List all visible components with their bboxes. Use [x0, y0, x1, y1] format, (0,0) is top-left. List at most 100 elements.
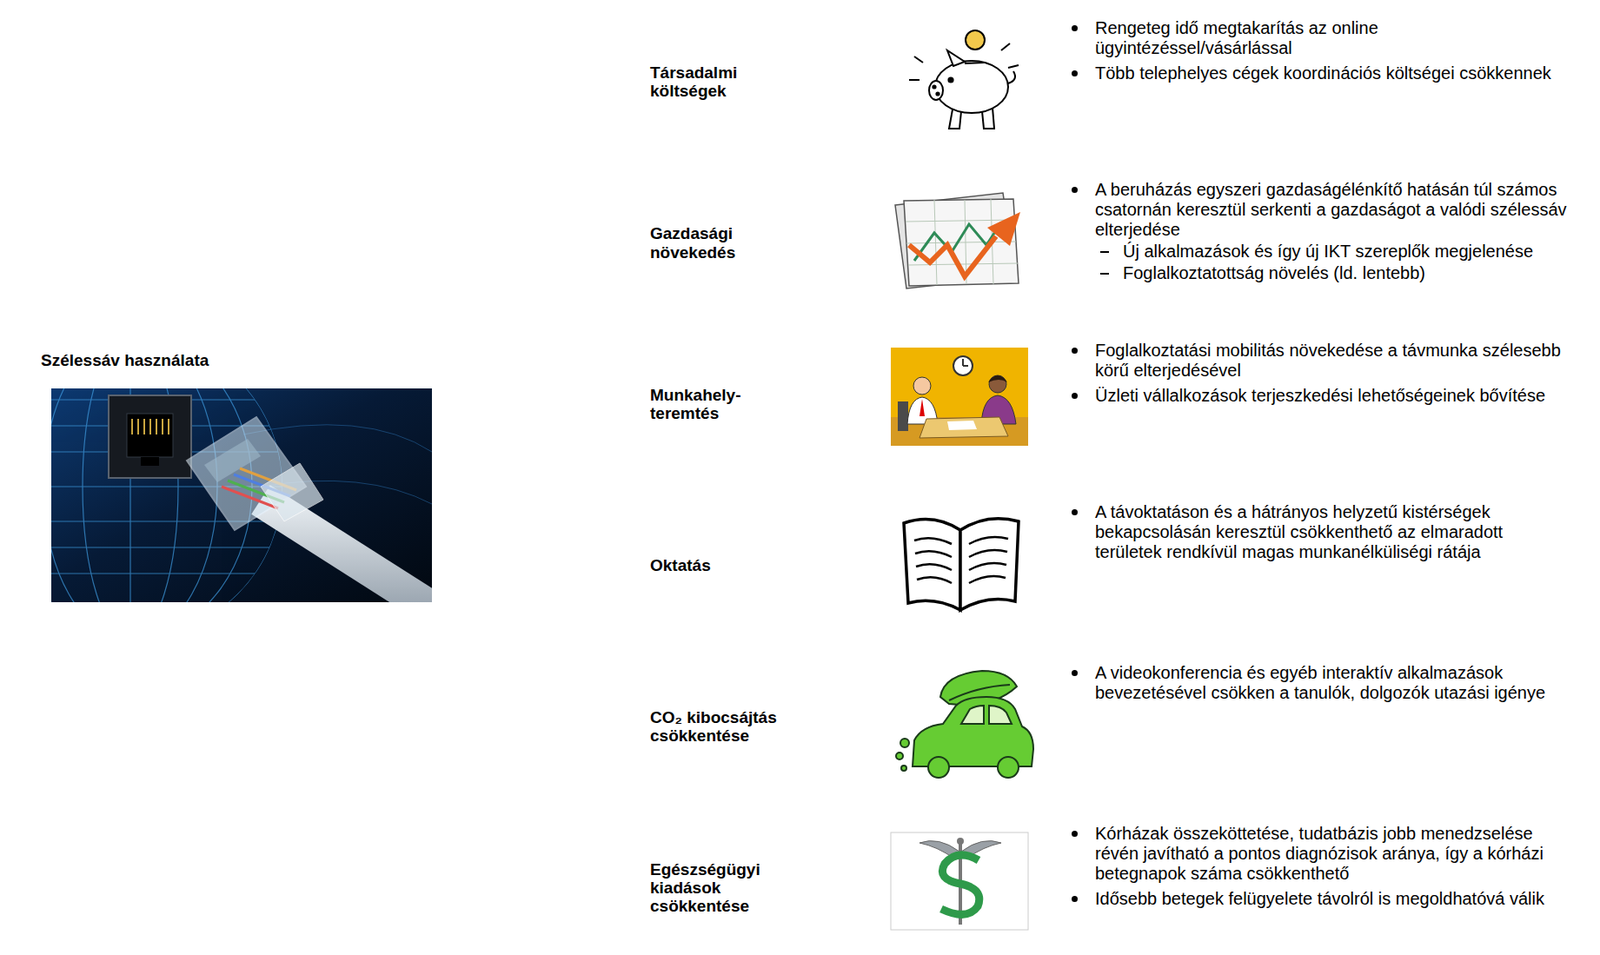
open-book-icon: [969, 576, 1006, 584]
open-book-icon: [969, 563, 1007, 571]
bullet-row: A beruházás egyszeri gazdaságélénkítő ha…: [1071, 179, 1569, 240]
arrow-title: Szélessáv használata: [40, 351, 319, 370]
arrow-shape: [630, 327, 890, 473]
arrow-shadow: [632, 652, 893, 798]
box-panel: [634, 823, 1043, 947]
network-plug: [260, 463, 324, 522]
arrow-shadow: [632, 169, 893, 315]
green-car-icon: [912, 697, 1034, 767]
globe-grid: [51, 388, 283, 603]
piggy-bank-icon: [964, 62, 984, 64]
bullet-row: Idősebb betegek felügyelete távolról is …: [1071, 889, 1569, 910]
box-shadow: [637, 504, 1047, 628]
impact-box: CO₂ kibocsájtás csökkentése: [634, 662, 1043, 785]
box-label: Oktatás: [650, 556, 797, 575]
bullet-row: A távoktatáson és a hátrányos helyzetű k…: [1071, 502, 1569, 563]
open-book-icon: [969, 550, 1008, 558]
piggy-bank-icon: [909, 30, 1019, 129]
bullet-text: Kórházak összeköttetése, tudatbázis jobb…: [1095, 823, 1569, 884]
caduceus-dollar-icon: [890, 832, 1029, 930]
office-meeting-icon: [890, 347, 1029, 446]
open-book-icon: [903, 519, 961, 611]
office-meeting-icon: [988, 375, 1008, 383]
piggy-bank-icon: [965, 30, 985, 50]
green-car-icon: [896, 752, 903, 760]
growth-chart-icon: [895, 192, 1021, 289]
green-car-icon: [896, 670, 1034, 778]
network-socket: [126, 413, 173, 458]
bullet-text: A videokonferencia és egyéb interaktív a…: [1095, 663, 1569, 704]
arrow-shadow: [632, 491, 893, 638]
caduceus-dollar-icon: [941, 855, 980, 915]
piggy-bank-icon: [947, 50, 965, 67]
growth-chart-icon: [934, 199, 937, 286]
bullet-text: A távoktatáson és a hátrányos helyzetű k…: [1095, 502, 1569, 563]
box-panel: [634, 501, 1043, 625]
office-meeting-icon: [953, 356, 973, 376]
box-label: Egészségügyi kiadások csökkentése: [650, 860, 797, 917]
network-socket: [132, 418, 169, 435]
box-label: Munkahely- teremtés: [650, 385, 797, 424]
impact-box: Gazdasági növekedés: [634, 179, 1043, 302]
piggy-bank-icon: [932, 85, 936, 88]
bullet-text: A beruházás egyszeri gazdaságélénkítő ha…: [1095, 179, 1569, 240]
arrow-shape: [630, 811, 890, 955]
bullet-dot: [1071, 392, 1078, 399]
open-book-icon: [915, 551, 952, 558]
piggy-bank-icon: [929, 80, 943, 100]
arrow-shape: [630, 166, 890, 313]
bullet-row: Foglalkoztatási mobilitás növekedése a t…: [1071, 340, 1569, 381]
arrow-shadow: [14, 219, 605, 753]
green-car-icon: [989, 705, 1012, 724]
office-meeting-icon: [989, 375, 1007, 393]
bullet-row: Üzleti vállalkozások terjeszkedési lehet…: [1071, 385, 1569, 406]
box-shadow: [637, 827, 1047, 950]
bullet-row: Kórházak összeköttetése, tudatbázis jobb…: [1071, 823, 1569, 884]
piggy-bank-icon: [935, 60, 1009, 113]
bullet-row: Rengeteg idő megtakarítás az online ügyi…: [1071, 18, 1569, 59]
piggy-bank-icon: [1008, 71, 1016, 84]
arrow-shadow: [632, 7, 893, 153]
piggy-bank-icon: [936, 92, 939, 95]
growth-chart-icon: [909, 236, 996, 277]
arrow-shape: [630, 5, 890, 151]
growth-chart-icon: [903, 199, 1019, 286]
network-plug: [186, 417, 324, 531]
bullet-text: Rengeteg idő megtakarítás az online ügyi…: [1095, 18, 1569, 59]
globe-grid: [51, 388, 218, 603]
impact-box: Egészségügyi kiadások csökkentése: [634, 823, 1043, 947]
growth-chart-icon: [905, 199, 1018, 286]
bullet-dash: [1100, 251, 1109, 253]
bullet-dot: [1071, 670, 1078, 677]
piggy-bank-icon: [948, 77, 953, 82]
green-car-icon: [961, 705, 984, 724]
office-meeting-icon: [919, 417, 1009, 439]
bullet-dot: [1071, 25, 1078, 32]
bullet-dot: [1071, 896, 1078, 903]
sub-bullet-text: Új alkalmazások és így új IKT szereplők …: [1122, 241, 1569, 262]
arrow-shadow: [632, 330, 893, 476]
globe-grid: [51, 388, 432, 603]
impact-box: Oktatás: [634, 501, 1043, 625]
node-outline: [12, 216, 603, 751]
caduceus-dollar-icon: [956, 837, 964, 845]
arrow-shadow: [632, 814, 893, 955]
green-car-icon: [901, 765, 907, 771]
broadband-photo: [0, 330, 452, 644]
globe-grid: [51, 520, 287, 522]
box-shadow: [637, 182, 1047, 306]
office-meeting-icon: [897, 401, 909, 432]
office-meeting-icon: [890, 347, 1029, 446]
office-meeting-icon: [962, 358, 969, 366]
impact-box: Munkahely- teremtés: [634, 339, 1043, 463]
growth-chart-icon: [906, 241, 1016, 244]
office-meeting-icon: [913, 377, 931, 395]
open-book-icon: [903, 518, 1019, 611]
green-car-icon: [997, 756, 1019, 778]
green-car-icon: [900, 738, 910, 748]
network-socket: [131, 418, 133, 435]
box-shadow: [637, 665, 1047, 789]
network-socket: [137, 418, 140, 435]
network-socket: [167, 418, 170, 435]
bullet-dot: [1071, 830, 1078, 837]
